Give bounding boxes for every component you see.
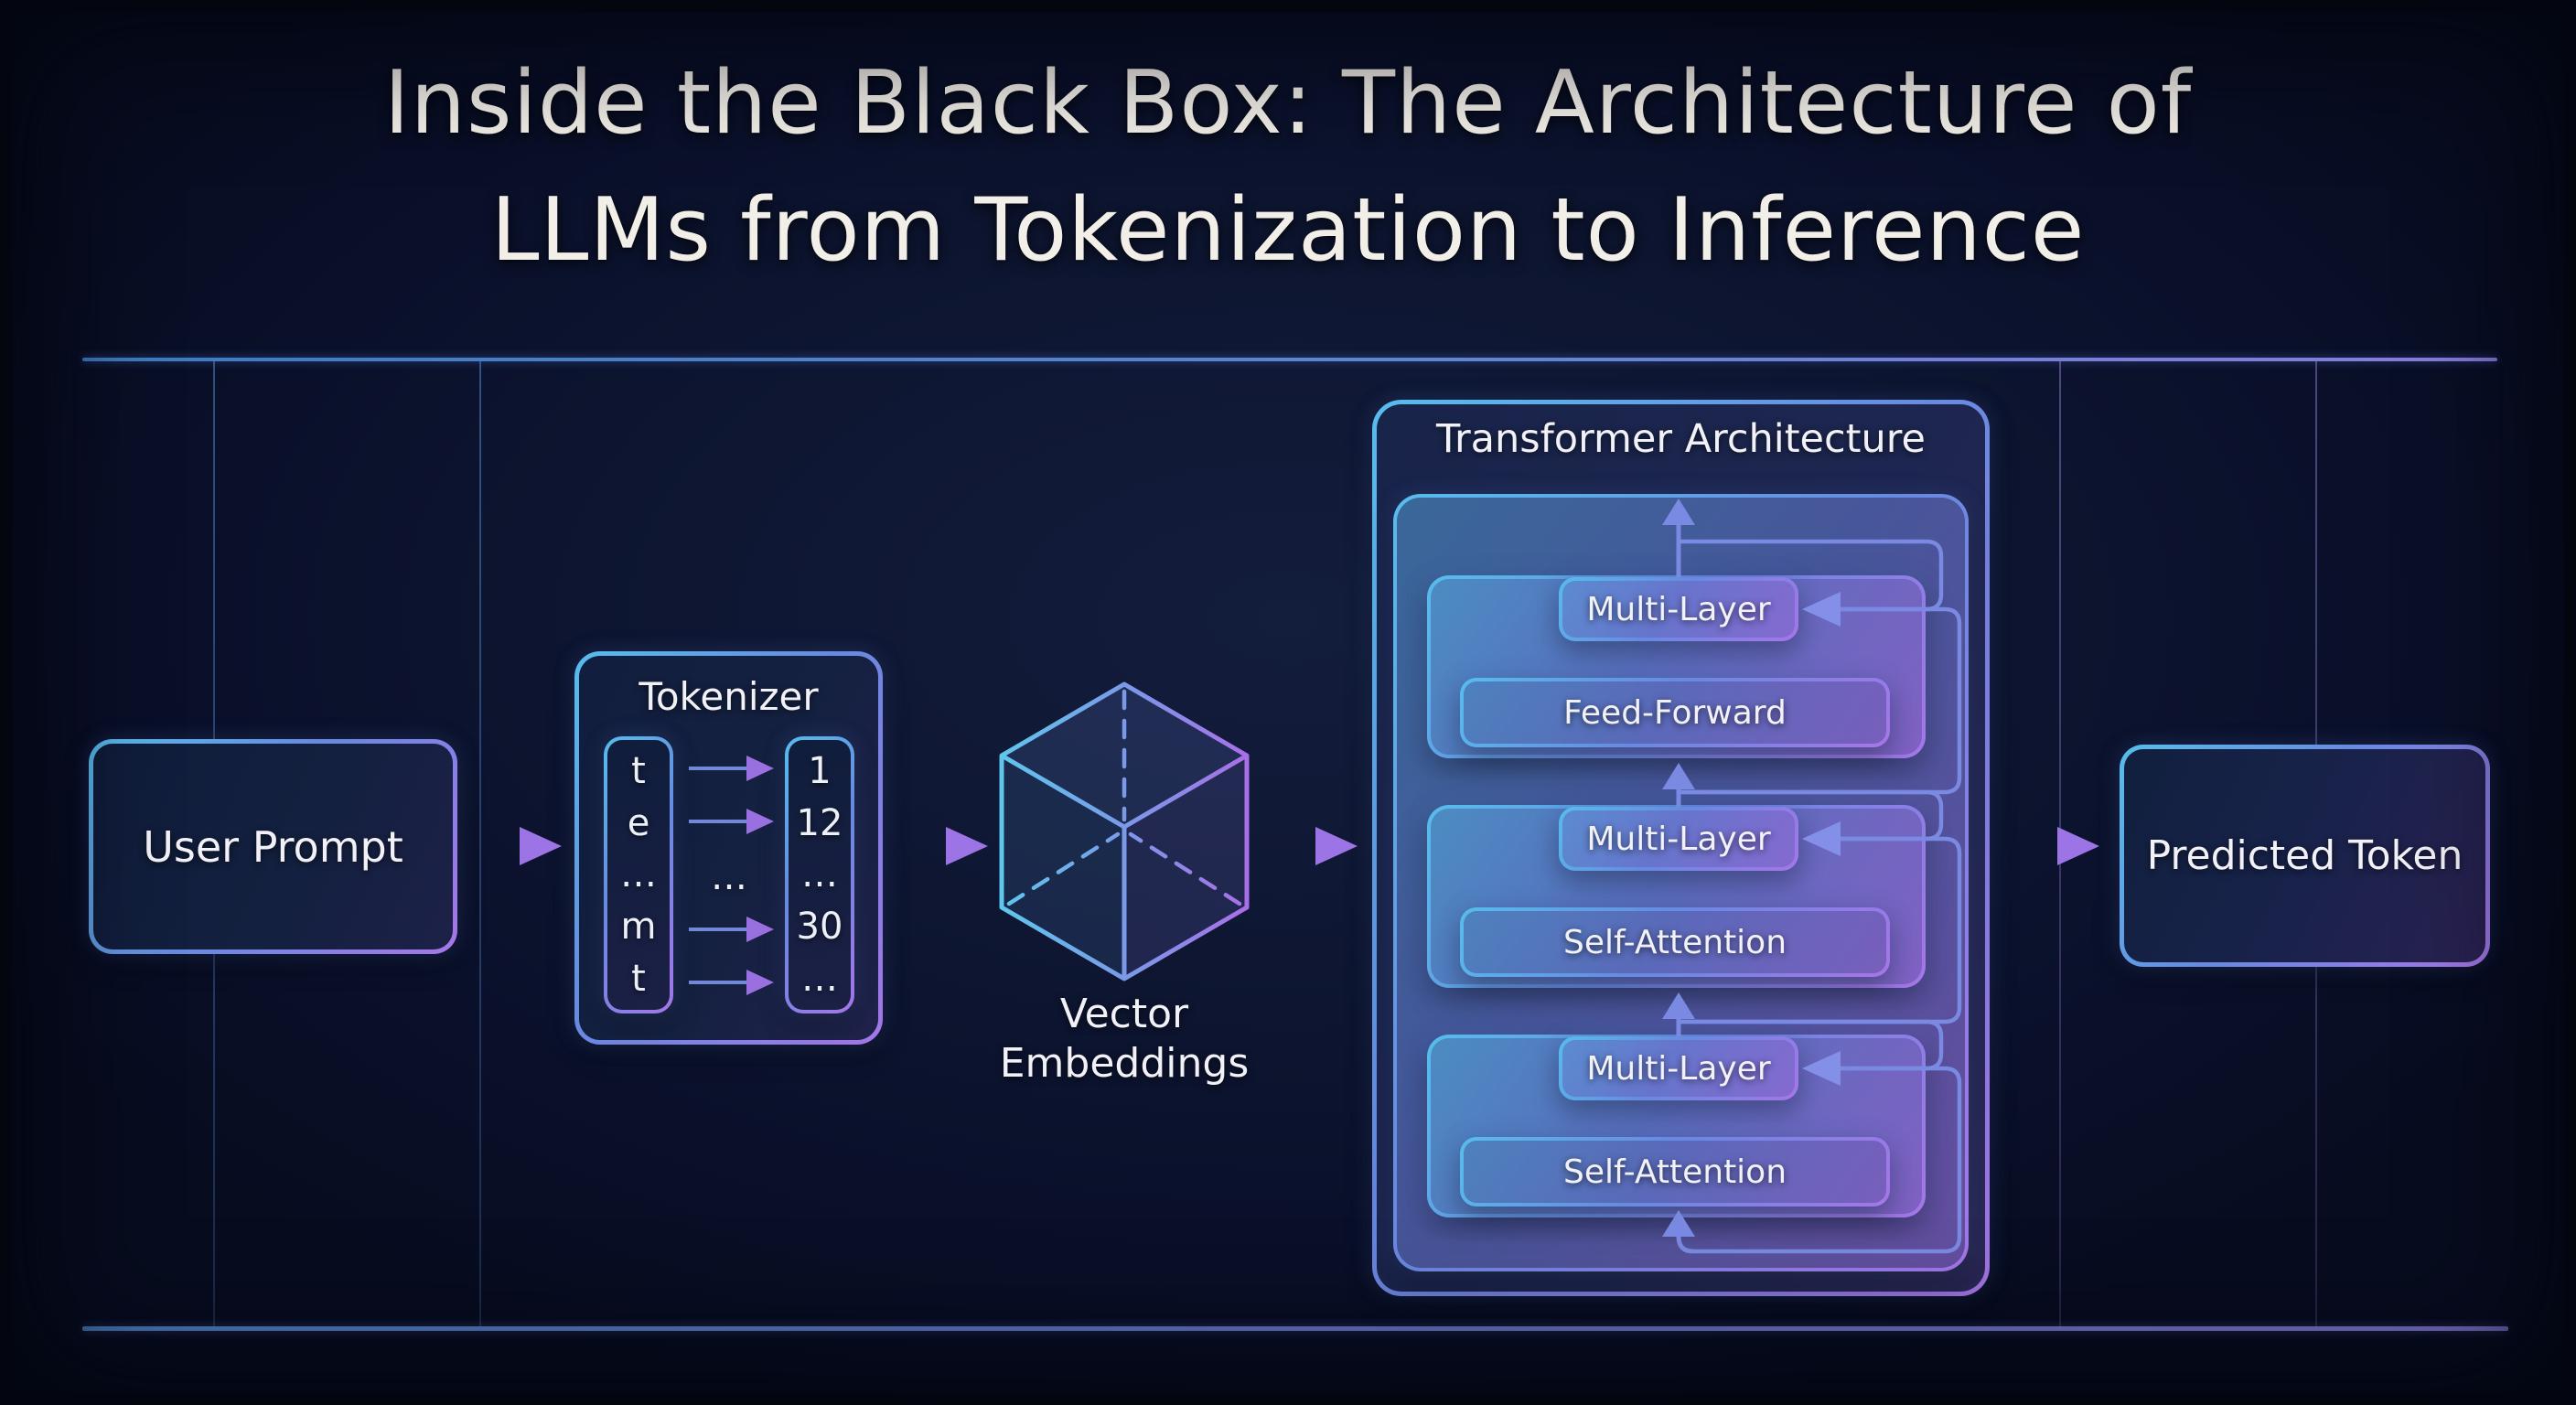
layer-2-header-box: Multi-Layer (1559, 807, 1798, 871)
token-id: 1 (808, 750, 832, 793)
top-divider-line (82, 358, 2497, 361)
layer-2-header: Multi-Layer (1586, 820, 1771, 858)
input-char: e (627, 801, 650, 844)
layer-3-header-box: Multi-Layer (1559, 1036, 1798, 1100)
bottom-divider-line (82, 1326, 2508, 1331)
layer-1-header: Multi-Layer (1586, 590, 1771, 628)
input-char: t (631, 957, 646, 1000)
flow-arrow-embeddings-to-transformer (1268, 827, 1358, 865)
tokenizer-title: Tokenizer (639, 674, 819, 719)
layer-2-body: Self-Attention (1562, 923, 1787, 961)
tokenizer-input-column: t e … m t (604, 736, 673, 1014)
token-id: 30 (796, 906, 843, 949)
user-prompt-label: User Prompt (143, 821, 403, 872)
layer-3-body-box: Self-Attention (1460, 1137, 1890, 1207)
tokenizer-id-column: 1 12 … 30 … (785, 736, 854, 1014)
vector-embeddings-label: Vector Embeddings (941, 990, 1307, 1088)
vector-embeddings-line2: Embeddings (999, 1039, 1250, 1087)
grid-line-right-1 (2059, 361, 2061, 1328)
layer-3-header: Multi-Layer (1586, 1049, 1771, 1088)
input-char: m (620, 906, 657, 949)
page-title-line2: LLMs from Tokenization to Inference (490, 179, 2086, 281)
layer-1-header-box: Multi-Layer (1559, 577, 1798, 641)
predicted-token-box: Predicted Token (2120, 745, 2490, 967)
page-title-line1: Inside the Black Box: The Architecture o… (383, 53, 2193, 154)
layer-1-body: Feed-Forward (1563, 693, 1787, 732)
predicted-token-label: Predicted Token (2146, 832, 2463, 879)
layer-1-body-box: Feed-Forward (1460, 678, 1890, 747)
cube-icon (999, 681, 1250, 981)
token-id: 12 (796, 801, 843, 844)
user-prompt-box: User Prompt (89, 739, 457, 954)
flow-arrow-transformer-to-prediction (2010, 827, 2099, 865)
flow-arrow-prompt-to-tokenizer (472, 827, 562, 865)
tokenizer-gap-ellipsis: … (711, 856, 747, 898)
layer-2-body-box: Self-Attention (1460, 907, 1890, 977)
vector-embeddings-line1: Vector (1059, 991, 1189, 1037)
input-char: t (631, 750, 646, 793)
flow-arrow-tokenizer-to-embeddings (898, 827, 988, 865)
token-id: … (801, 957, 838, 1000)
page-title: Inside the Black Box: The Architecture o… (0, 40, 2576, 294)
input-char: … (620, 853, 657, 896)
layer-3-body: Self-Attention (1562, 1153, 1787, 1191)
token-id: … (801, 853, 838, 896)
transformer-title: Transformer Architecture (1436, 416, 1926, 462)
grid-line-left-2 (479, 361, 481, 1328)
